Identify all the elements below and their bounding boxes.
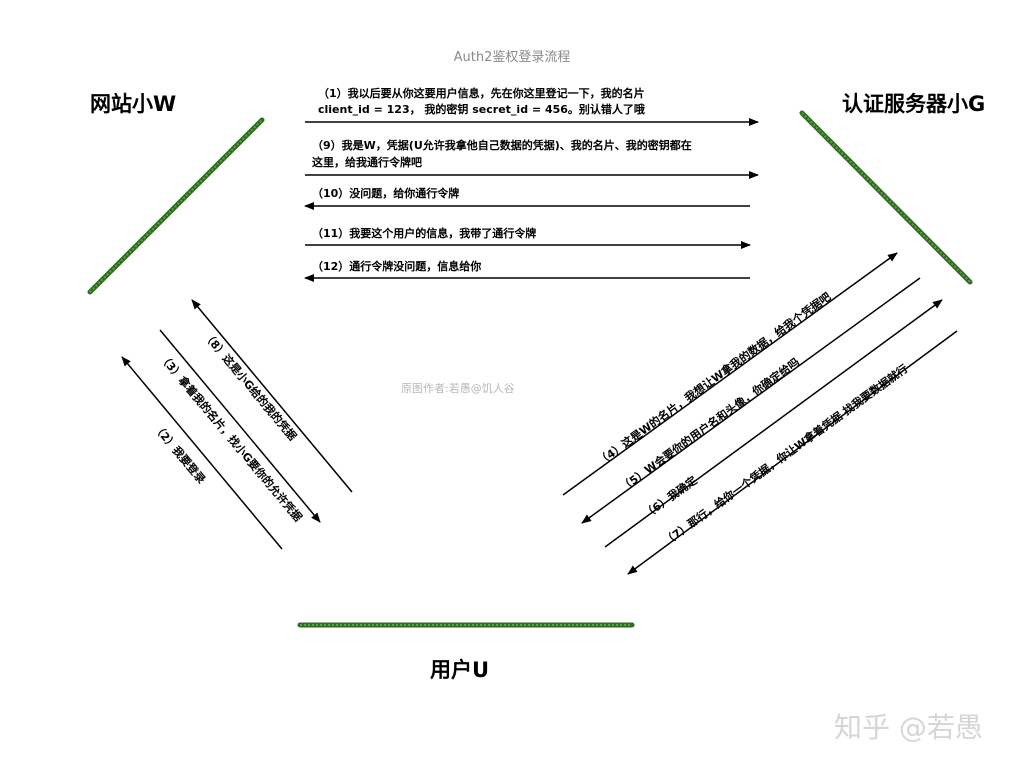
- message-9-line2: 这里，给我通行令牌吧: [312, 156, 422, 169]
- message-1-line2: client_id = 123， 我的密钥 secret_id = 456。别认…: [318, 103, 645, 116]
- arrow-m8: [191, 299, 353, 493]
- watermark-center: 原图作者:若愚@饥人谷: [401, 382, 515, 395]
- arrow-m5: [581, 277, 921, 524]
- actor-auth-server: 认证服务器小G: [842, 92, 986, 116]
- arrow-m7: [627, 330, 958, 575]
- grass-line-auth-server: [799, 110, 973, 285]
- message-12: （12）通行令牌没问题，信息给你: [312, 260, 482, 273]
- arrow-m6: [604, 299, 943, 548]
- arrow-m3: [159, 329, 321, 523]
- message-11: （11）我要这个用户的信息，我带了通行令牌: [312, 227, 537, 240]
- arrow-m2: [121, 356, 283, 550]
- diagram-title: Auth2鉴权登录流程: [453, 50, 571, 65]
- grass-line-website: [87, 117, 265, 295]
- arrow-m4: [562, 252, 898, 496]
- actor-website: 网站小W: [90, 92, 177, 116]
- message-9-line1: （9）我是W，凭据(U允许我拿他自己数据的凭据)、我的名片、我的密钥都在: [312, 139, 692, 152]
- actor-user: 用户U: [430, 658, 490, 682]
- watermark-corner: 知乎 @若愚: [834, 711, 983, 744]
- message-10: （10）没问题，给你通行令牌: [312, 187, 460, 200]
- message-1-line1: （1）我以后要从你这要用户信息，先在你这里登记一下，我的名片: [318, 87, 645, 100]
